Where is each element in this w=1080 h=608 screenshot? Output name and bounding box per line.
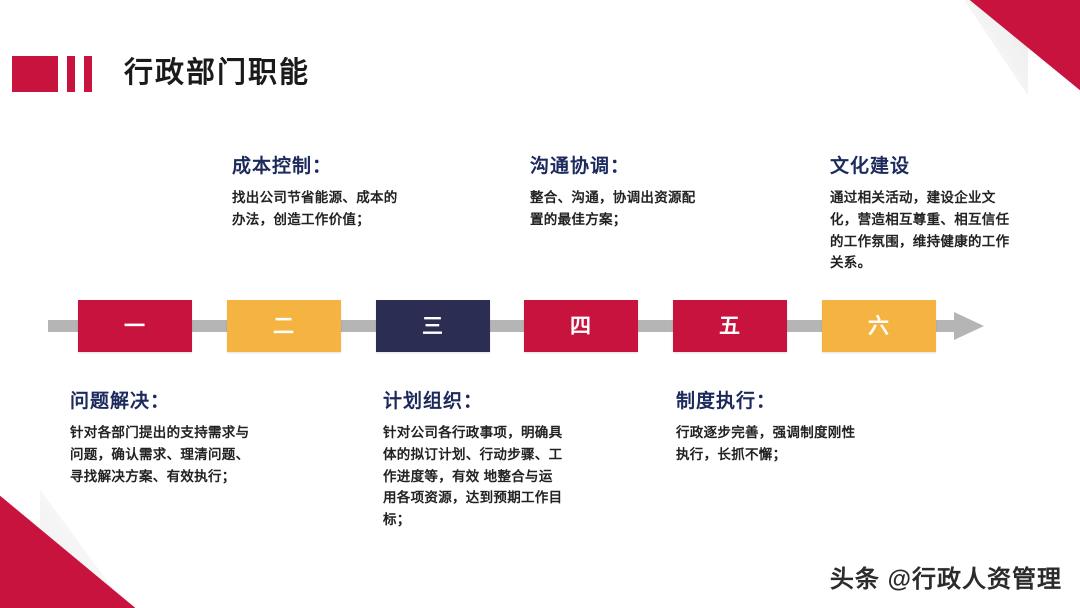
timeline-step-4-label: 四 [570, 314, 592, 338]
timeline-step-6[interactable]: 六 [822, 300, 936, 352]
watermark: 头条 @行政人资管理 [829, 566, 1062, 593]
timeline-step-2[interactable]: 二 [227, 300, 341, 352]
content-block-planning: 计划组织： 针对公司各行政事项，明确具体的拟订计划、行动步骤、工作进度等，有效 … [383, 391, 563, 531]
timeline-step-2-label: 二 [273, 314, 295, 338]
content-block-culture-body: 通过相关活动，建设企业文化，营造相互尊重、相互信任的工作氛围，维持健康的工作关系… [830, 189, 1010, 271]
content-block-planning-title: 计划组织： [383, 391, 484, 412]
content-block-communication-body: 整合、沟通，协调出资源配置的最佳方案； [530, 189, 696, 227]
top-right-red-triangle [970, 0, 1080, 90]
timeline-step-3[interactable]: 三 [376, 300, 490, 352]
content-block-policy-execution-title: 制度执行： [676, 391, 777, 412]
content-block-policy-execution: 制度执行： 行政逐步完善，强调制度刚性执行，长抓不懈； [676, 391, 858, 466]
content-block-problem-solving-title: 问题解决： [70, 391, 171, 412]
content-block-cost-control-title: 成本控制： [232, 156, 333, 177]
header-accent-block-icon [12, 55, 58, 92]
header-accent-bar-1-icon [67, 55, 75, 92]
timeline-step-5-label: 五 [719, 314, 741, 338]
timeline-step-1[interactable]: 一 [78, 300, 192, 352]
content-block-culture: 文化建设 通过相关活动，建设企业文化，营造相互尊重、相互信任的工作氛围，维持健康… [830, 156, 1016, 274]
content-block-cost-control: 成本控制： 找出公司节省能源、成本的办法，创造工作价值； [232, 156, 410, 231]
timeline-step-4[interactable]: 四 [524, 300, 638, 352]
content-block-communication-title: 沟通协调： [530, 156, 631, 177]
content-block-cost-control-body: 找出公司节省能源、成本的办法，创造工作价值； [232, 189, 398, 227]
content-block-problem-solving-body: 针对各部门提出的支持需求与问题，确认需求、理清问题、寻找解决方案、有效执行； [70, 424, 250, 484]
content-block-policy-execution-body: 行政逐步完善，强调制度刚性执行，长抓不懈； [676, 424, 856, 462]
content-block-planning-body: 针对公司各行政事项，明确具体的拟订计划、行动步骤、工作进度等，有效 地整合与运用… [383, 424, 563, 528]
content-block-communication: 沟通协调： 整合、沟通，协调出资源配置的最佳方案； [530, 156, 706, 231]
header-accent-bar-2-icon [84, 55, 92, 92]
timeline-step-1-label: 一 [124, 314, 146, 338]
content-block-culture-title: 文化建设 [830, 156, 911, 177]
page-title: 行政部门职能 [124, 57, 311, 90]
bottom-left-red-triangle [0, 496, 135, 608]
timeline-arrow-icon [954, 312, 984, 340]
timeline-step-5[interactable]: 五 [673, 300, 787, 352]
slide-header: 行政部门职能 [12, 40, 310, 108]
timeline-step-6-label: 六 [868, 314, 890, 338]
timeline-step-3-label: 三 [422, 314, 444, 338]
content-block-problem-solving: 问题解决： 针对各部门提出的支持需求与问题，确认需求、理清问题、寻找解决方案、有… [70, 391, 250, 487]
